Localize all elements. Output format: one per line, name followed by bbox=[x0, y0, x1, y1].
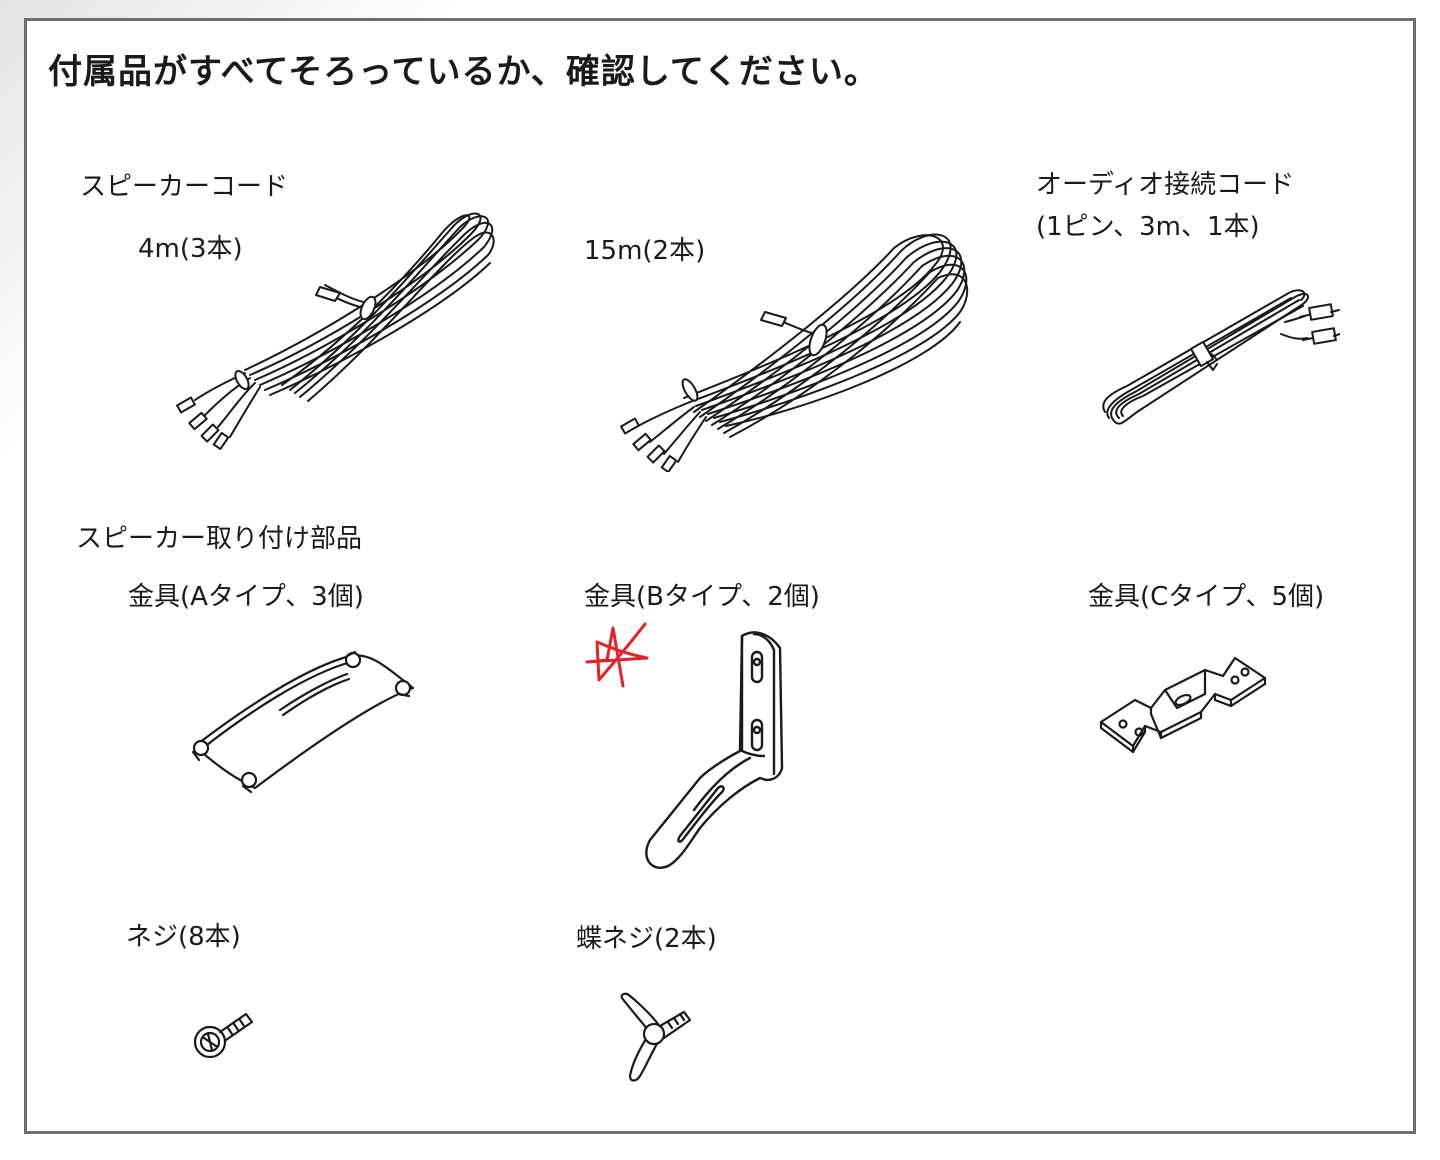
speaker-cord-4m-label: 4m(3本) bbox=[138, 234, 243, 264]
mount-parts-heading: スピーカー取り付け部品 bbox=[76, 524, 363, 554]
speaker-cord-15m-label: 15m(2本) bbox=[584, 236, 706, 266]
bracket-c-icon bbox=[1095, 650, 1270, 760]
accessories-panel bbox=[24, 18, 1416, 1134]
star-mark-icon bbox=[585, 620, 655, 695]
audio-cord-icon bbox=[1095, 282, 1340, 437]
bracket-b-icon bbox=[640, 628, 800, 878]
bracket-a-label: 金具(Aタイプ、3個) bbox=[128, 582, 364, 612]
speaker-cord-4m-icon bbox=[170, 205, 505, 450]
audio-cord-detail: (1ピン、3m、1本) bbox=[1036, 212, 1260, 242]
bracket-b-label: 金具(Bタイプ、2個) bbox=[584, 582, 820, 612]
audio-cord-heading: オーディオ接続コード bbox=[1036, 170, 1295, 200]
screw-label: ネジ(8本) bbox=[126, 922, 241, 952]
wing-screw-label: 蝶ネジ(2本) bbox=[576, 924, 717, 954]
page-title: 付属品がすべてそろっているか、確認してください。 bbox=[48, 52, 879, 92]
bracket-c-label: 金具(Cタイプ、5個) bbox=[1088, 582, 1325, 612]
wing-screw-icon bbox=[618, 990, 698, 1085]
screw-icon bbox=[190, 1008, 260, 1063]
speaker-cord-15m-icon bbox=[610, 222, 980, 472]
bracket-a-icon bbox=[185, 648, 425, 798]
speaker-cord-heading: スピーカーコード bbox=[80, 172, 289, 202]
